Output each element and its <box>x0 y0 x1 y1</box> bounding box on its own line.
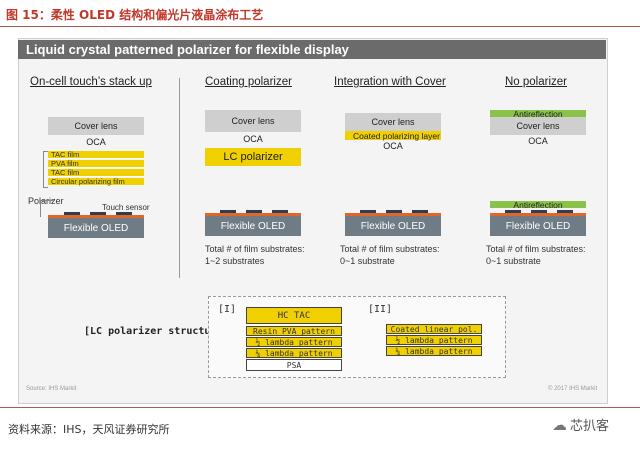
c1-cover-lens: Cover lens <box>48 117 144 135</box>
c1-touch-bump-3 <box>116 212 132 215</box>
c2-total-line1: Total # of film substrates: <box>205 244 305 254</box>
c3-bump-1 <box>360 210 376 213</box>
s1-psa: PSA <box>246 359 342 371</box>
c4-cover-lens: Cover lens <box>490 117 586 135</box>
s2-half-lambda: ½ lambda pattern <box>386 335 482 345</box>
c1-polarizer-label: Polarizer <box>28 196 64 206</box>
source-note: Source: IHS Markit <box>26 386 77 392</box>
c4-antireflection-bottom: Antireflection <box>490 200 586 210</box>
figure-title: 图 15：柔性 OLED 结构和偏光片液晶涂布工艺 <box>6 8 264 22</box>
c1-flexible-oled: Flexible OLED <box>48 218 144 238</box>
structure-tag-1: [I] <box>218 304 237 315</box>
lc-structure-label: [LC polarizer structure] <box>84 326 229 337</box>
c4-oca: OCA <box>528 136 548 146</box>
heading-integration: Integration with Cover <box>334 76 446 88</box>
c3-coated-layer: Coated polarizing layer <box>345 131 441 141</box>
c2-cover-lens: Cover lens <box>205 110 301 132</box>
c1-touch-bump-1 <box>64 212 80 215</box>
c1-polarizer-films: TAC film PVA film TAC film Circular pola… <box>48 151 144 187</box>
heading-nopolarizer: No polarizer <box>505 76 567 88</box>
c4-oled-base <box>490 213 586 216</box>
s1-resin-pva: Resin PVA pattern <box>246 326 342 336</box>
c1-oca: OCA <box>86 137 106 147</box>
watermark-text: 芯扒客 <box>570 419 610 434</box>
c2-bump-1 <box>220 210 236 213</box>
panel-banner: Liquid crystal patterned polarizer for f… <box>18 40 606 59</box>
c2-total-line2: 1~2 substrates <box>205 256 265 266</box>
c4-flexible-oled: Flexible OLED <box>490 216 586 236</box>
c2-oled-base <box>205 213 301 216</box>
c2-flexible-oled: Flexible OLED <box>205 216 301 236</box>
c4-bump-3 <box>557 210 573 213</box>
copyright-note: © 2017 IHS Markit <box>548 386 598 392</box>
c3-oled-base <box>345 213 441 216</box>
heading-coating: Coating polarizer <box>205 76 292 88</box>
c1-film-circular: Circular polarizing film <box>48 178 144 186</box>
c4-total-line2: 0~1 substrate <box>486 256 541 266</box>
c3-cover-lens: Cover lens <box>345 113 441 131</box>
c4-bump-1 <box>505 210 521 213</box>
c1-touch-bump-2 <box>90 212 106 215</box>
wechat-icon: ☁ <box>552 415 567 434</box>
c1-oled-base <box>48 215 144 218</box>
c4-antireflection-top: Antireflection <box>490 109 586 119</box>
title-rule <box>0 26 640 27</box>
c4-bump-2 <box>531 210 547 213</box>
c4-total-line1: Total # of film substrates: <box>486 244 586 254</box>
c2-bump-3 <box>272 210 288 213</box>
c1-film-tac-1: TAC film <box>48 151 144 159</box>
c2-oca: OCA <box>243 134 263 144</box>
s2-coated-linear: Coated linear pol. <box>386 324 482 334</box>
s1-half-lambda: ½ lambda pattern <box>246 337 342 347</box>
c1-touch-label: Touch sensor <box>102 203 150 212</box>
c1-film-tac-2: TAC film <box>48 169 144 177</box>
c1-polarizer-bracket <box>43 151 48 188</box>
c3-oca: OCA <box>383 141 403 151</box>
s1-hc-tac: HC TAC <box>246 307 342 324</box>
heading-oncell: On-cell touch’s stack up <box>30 76 152 88</box>
column-divider <box>179 78 180 278</box>
c3-total-line2: 0~1 substrate <box>340 256 395 266</box>
c3-total-line1: Total # of film substrates: <box>340 244 440 254</box>
c3-bump-2 <box>386 210 402 213</box>
c1-polarizer-leader <box>40 200 55 217</box>
footer-rule <box>0 407 640 408</box>
c3-flexible-oled: Flexible OLED <box>345 216 441 236</box>
c2-bump-2 <box>246 210 262 213</box>
footer-source: 资料来源：IHS，天风证券研究所 <box>8 423 170 436</box>
watermark: ☁ 芯扒客 <box>552 415 610 435</box>
s1-quarter-lambda: ¼ lambda pattern <box>246 348 342 358</box>
structure-tag-2: [II] <box>368 304 393 315</box>
c2-lc-polarizer: LC polarizer <box>205 148 301 166</box>
s2-quarter-lambda: ¼ lambda pattern <box>386 346 482 356</box>
c1-film-pva: PVA film <box>48 160 144 168</box>
c3-bump-3 <box>412 210 428 213</box>
